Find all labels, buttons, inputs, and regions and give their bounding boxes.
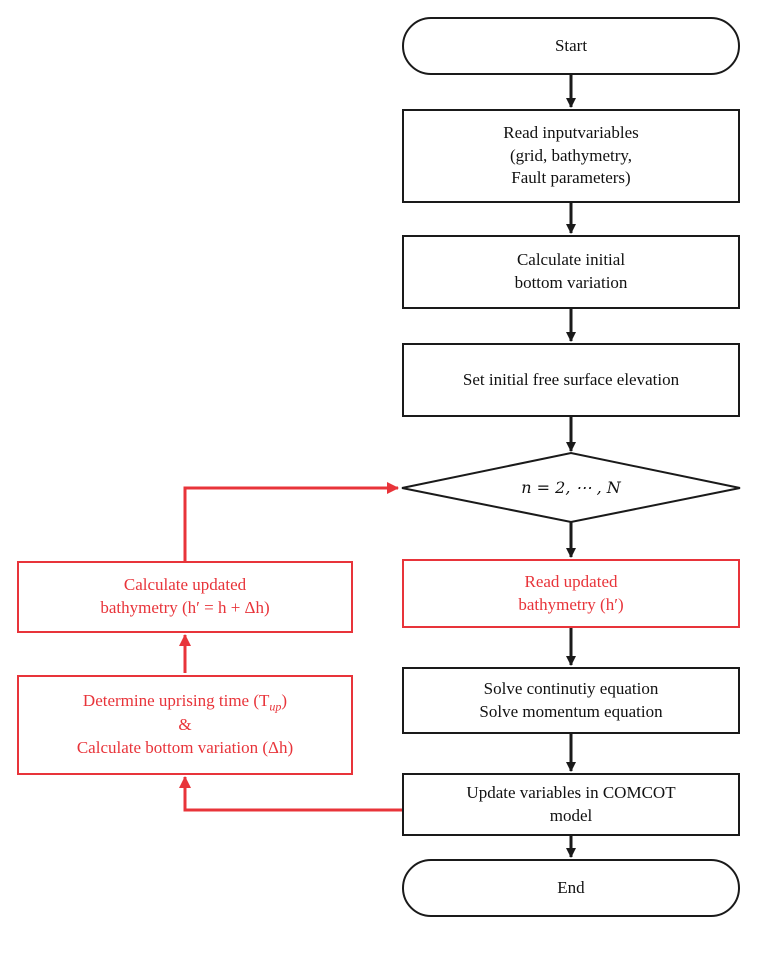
update-vars-line-1: Update variables in COMCOT bbox=[466, 782, 676, 802]
determine-line-3: Calculate bottom variation (Δh) bbox=[76, 738, 294, 758]
loop-decision-diamond bbox=[401, 451, 741, 524]
determine-line-1-text: Determine uprising time (T bbox=[82, 690, 270, 710]
update-vars-box: Update variables in COMCOT model bbox=[402, 773, 740, 836]
calc-updated-line-2: bathymetry (h′ = h + Δh) bbox=[100, 598, 270, 617]
start-terminal: Start bbox=[402, 17, 740, 75]
set-initial-label: Set initial free surface elevation bbox=[462, 369, 680, 389]
determine-subscript: up bbox=[269, 699, 282, 714]
calc-initial-line-1: Calculate initial bbox=[516, 250, 626, 270]
determine-line-1: Determine uprising time (Tup) bbox=[83, 690, 287, 715]
update-vars-line-2: model bbox=[549, 805, 593, 825]
read-updated-box: Read updated bathymetry (h′) bbox=[402, 559, 740, 628]
solve-line-1: Solve continutiy equation bbox=[483, 678, 659, 698]
end-label: End bbox=[557, 877, 585, 897]
loop-condition: n = 2, ⋯ , N bbox=[470, 472, 672, 504]
read-input-box: Read inputvariables (grid, bathymetry, F… bbox=[402, 109, 740, 203]
start-label: Start bbox=[554, 35, 588, 55]
calc-updated-line-1: Calculate updated bbox=[123, 575, 247, 595]
solve-line-2: Solve momentum equation bbox=[479, 701, 663, 721]
read-input-line-1: Read inputvariables bbox=[503, 122, 639, 142]
calc-initial-line-2: bottom variation bbox=[514, 273, 628, 292]
arrow-update-to-determine bbox=[179, 776, 405, 812]
determine-box: Determine uprising time (Tup) & Calculat… bbox=[17, 675, 353, 775]
read-updated-line-2: bathymetry (h′) bbox=[518, 594, 624, 614]
determine-line-1-close: ) bbox=[281, 690, 288, 710]
arrow-calcupdated-to-decision bbox=[183, 482, 399, 561]
read-input-line-2: (grid, bathymetry, bbox=[509, 145, 633, 165]
calc-initial-box: Calculate initial bottom variation bbox=[402, 235, 740, 309]
read-input-line-3: Fault parameters) bbox=[511, 168, 631, 188]
set-initial-box: Set initial free surface elevation bbox=[402, 343, 740, 417]
determine-line-2: & bbox=[178, 715, 192, 735]
read-updated-line-1: Read updated bbox=[524, 571, 618, 591]
calc-updated-box: Calculate updated bathymetry (h′ = h + Δ… bbox=[17, 561, 353, 633]
solve-box: Solve continutiy equation Solve momentum… bbox=[402, 667, 740, 734]
loop-condition-label: n = 2, ⋯ , N bbox=[521, 478, 621, 498]
end-terminal: End bbox=[402, 859, 740, 917]
